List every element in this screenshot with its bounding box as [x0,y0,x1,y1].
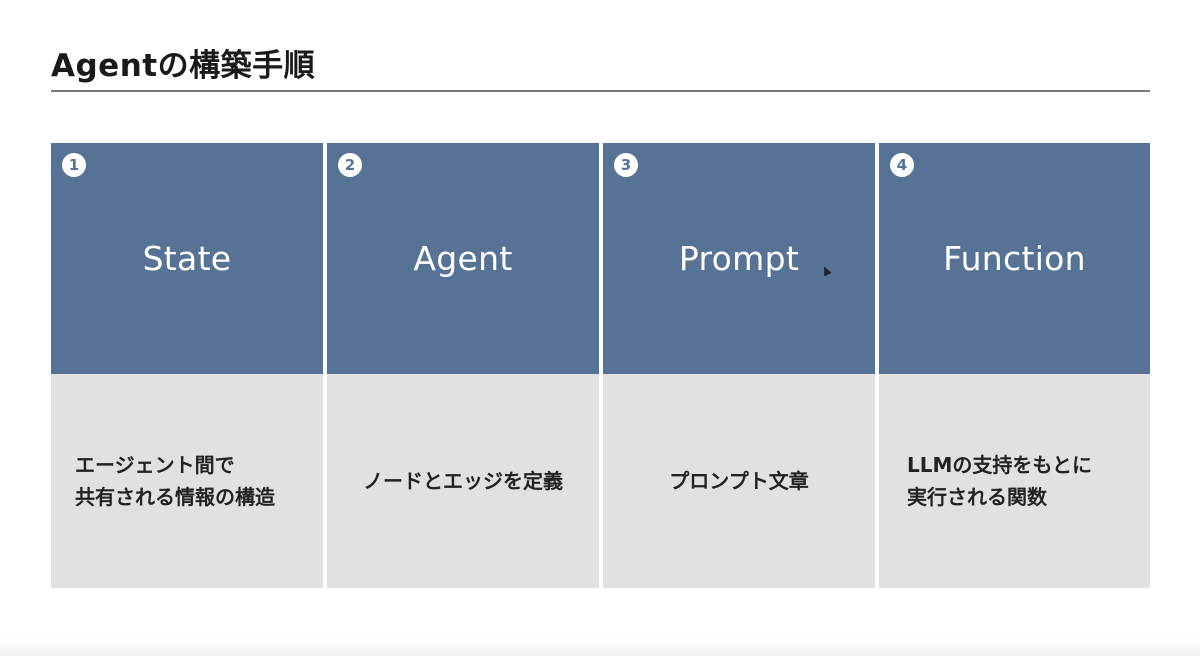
step-number-badge: 2 [338,153,362,177]
step-title: Agent [413,239,513,278]
step-number-badge: 1 [62,153,86,177]
step-title: Prompt [678,239,800,278]
steps-row: 1 State エージェント間で 共有される情報の構造 2 Agent ノードと… [51,143,1154,588]
step-card-header: 3 Prompt [603,143,875,374]
slide-bottom-edge [0,638,1200,656]
step-card-body: ノードとエッジを定義 [327,374,599,588]
step-card-agent: 2 Agent ノードとエッジを定義 [327,143,599,588]
step-card-body: プロンプト文章 [603,374,875,588]
step-title: Function [943,239,1086,278]
step-description: LLMの支持をもとに 実行される関数 [907,453,1092,509]
step-card-prompt: 3 Prompt プロンプト文章 [603,143,875,588]
step-card-function: 4 Function LLMの支持をもとに 実行される関数 [879,143,1150,588]
step-number-badge: 4 [890,153,914,177]
step-card-header: 2 Agent [327,143,599,374]
step-description: ノードとエッジを定義 [363,469,563,493]
title-underline [51,90,1150,92]
step-card-state: 1 State エージェント間で 共有される情報の構造 [51,143,323,588]
slide-title: Agentの構築手順 [51,48,316,84]
step-card-header: 1 State [51,143,323,374]
step-card-body: LLMの支持をもとに 実行される関数 [879,374,1150,588]
step-number-badge: 3 [614,153,638,177]
step-description: プロンプト文章 [669,469,809,493]
step-card-header: 4 Function [879,143,1150,374]
step-card-body: エージェント間で 共有される情報の構造 [51,374,323,588]
step-title: State [142,239,232,278]
step-description: エージェント間で 共有される情報の構造 [75,453,275,509]
